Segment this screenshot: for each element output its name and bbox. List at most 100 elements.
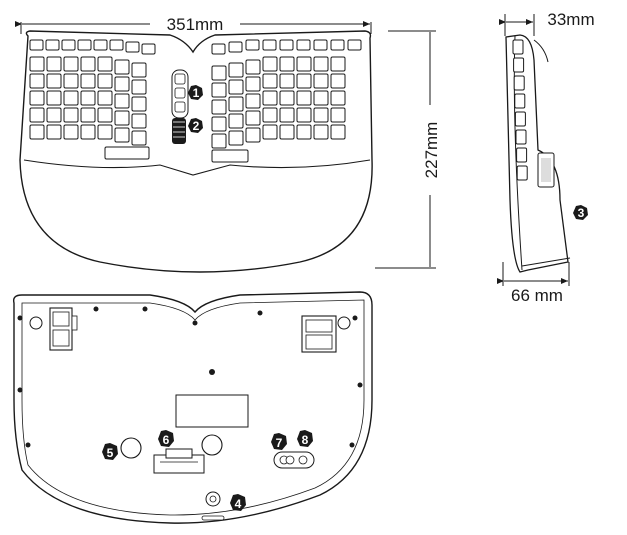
center-controls — [171, 69, 189, 144]
key — [63, 73, 79, 89]
right-key-cluster — [211, 39, 362, 163]
key — [63, 107, 79, 123]
screw-holes — [17, 306, 363, 448]
key — [330, 56, 346, 72]
power-switch — [273, 451, 315, 469]
left-key-cluster — [29, 39, 156, 160]
key — [228, 130, 244, 146]
key — [141, 43, 156, 55]
key — [296, 39, 311, 51]
key — [80, 56, 96, 72]
key — [80, 73, 96, 89]
key — [313, 124, 329, 140]
callout-6-label: 6 — [163, 433, 170, 447]
key — [245, 59, 261, 75]
key — [97, 73, 113, 89]
callout-3: 3 — [573, 205, 588, 220]
key — [313, 56, 329, 72]
key — [211, 116, 227, 132]
key — [97, 90, 113, 106]
key — [80, 90, 96, 106]
key — [514, 111, 526, 127]
key — [262, 90, 278, 106]
callout-4-label: 4 — [235, 497, 242, 511]
key — [211, 43, 226, 55]
top-view: 1 2 — [19, 30, 373, 273]
key — [211, 99, 227, 115]
key — [131, 130, 147, 146]
key — [114, 59, 130, 75]
key — [262, 56, 278, 72]
key — [114, 93, 130, 109]
bottom-view: 4 5 6 7 8 — [12, 291, 373, 524]
tilt-leg-right — [301, 315, 337, 353]
key — [515, 129, 527, 145]
key — [29, 90, 45, 106]
rubber-foot-right — [201, 434, 223, 456]
key — [296, 124, 312, 140]
key — [104, 146, 150, 160]
key — [330, 39, 345, 51]
key — [63, 124, 79, 140]
callout-8: 8 — [297, 430, 313, 447]
side-key-profile — [512, 39, 528, 181]
key — [262, 124, 278, 140]
key — [29, 73, 45, 89]
callout-7: 7 — [271, 433, 287, 450]
height-label: 227mm — [422, 122, 441, 179]
callout-1-label: 1 — [193, 86, 200, 100]
width-dimension: 351mm — [15, 15, 372, 34]
key — [245, 93, 261, 109]
key — [46, 73, 62, 89]
key — [131, 113, 147, 129]
key — [63, 90, 79, 106]
key — [109, 39, 124, 51]
key — [313, 39, 328, 51]
key — [296, 107, 312, 123]
key — [245, 76, 261, 92]
scroll-wheel — [172, 118, 186, 144]
key — [313, 107, 329, 123]
key — [262, 39, 277, 51]
depth-bottom-dimension: 66 mm — [497, 262, 570, 305]
side-view: 3 — [505, 34, 588, 273]
key — [262, 73, 278, 89]
callout-7-label: 7 — [276, 436, 283, 450]
tilt-leg-left — [49, 307, 78, 351]
key — [211, 149, 249, 163]
key — [211, 133, 227, 149]
key — [46, 56, 62, 72]
key — [29, 56, 45, 72]
key — [29, 124, 45, 140]
key — [97, 107, 113, 123]
key — [29, 39, 44, 51]
callout-1: 1 — [188, 85, 203, 100]
callout-3-label: 3 — [578, 206, 585, 220]
key — [512, 39, 524, 55]
callout-5-label: 5 — [107, 446, 114, 460]
key — [228, 96, 244, 112]
key — [516, 147, 528, 163]
key — [279, 73, 295, 89]
key — [131, 62, 147, 78]
key — [228, 41, 243, 53]
key — [262, 107, 278, 123]
key — [211, 82, 227, 98]
key — [279, 39, 294, 51]
key — [46, 90, 62, 106]
key — [80, 107, 96, 123]
key — [245, 39, 260, 51]
key — [330, 90, 346, 106]
key — [296, 56, 312, 72]
key — [114, 127, 130, 143]
depth-bottom-label: 66 mm — [511, 286, 563, 305]
callout-5: 5 — [102, 443, 118, 460]
key — [77, 39, 92, 51]
key — [46, 107, 62, 123]
key — [228, 79, 244, 95]
key — [513, 75, 525, 91]
key — [131, 79, 147, 95]
key — [97, 124, 113, 140]
